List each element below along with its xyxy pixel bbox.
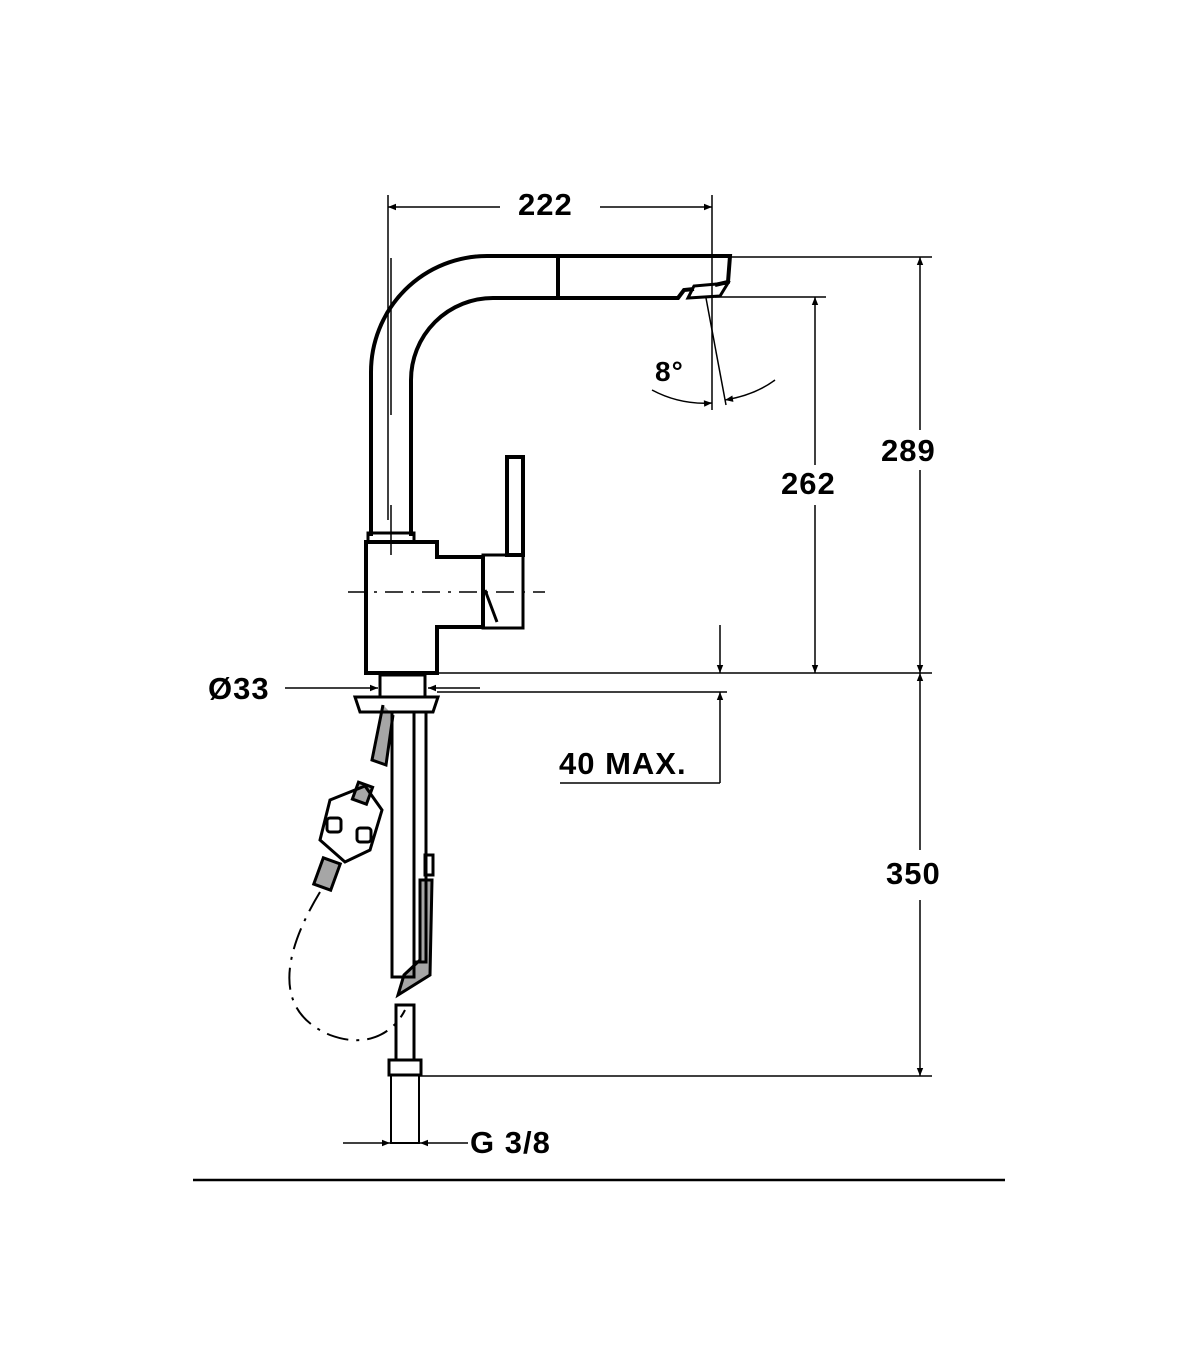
faucet-body (364, 531, 525, 675)
mounting-shank (352, 673, 441, 1144)
label-262: 262 (781, 466, 836, 501)
hose-path-dashed (288, 891, 406, 1042)
lever-handle (505, 455, 525, 557)
dimension-289 (437, 256, 932, 674)
label-350: 350 (886, 856, 941, 891)
dimension-262 (715, 296, 826, 673)
label-222: 222 (518, 187, 573, 222)
dimension-222 (387, 195, 713, 520)
label-g38: G 3/8 (470, 1125, 551, 1160)
label-40-max: 40 MAX. (559, 746, 687, 781)
label-289: 289 (881, 433, 936, 468)
label-diameter-33: Ø33 (208, 671, 270, 706)
spout (369, 254, 733, 536)
dimension-350 (420, 673, 932, 1077)
label-8-degree: 8° (655, 356, 684, 387)
dimension-8-degree (651, 297, 776, 407)
dimension-40-max (437, 625, 727, 784)
spray-head (311, 780, 384, 893)
